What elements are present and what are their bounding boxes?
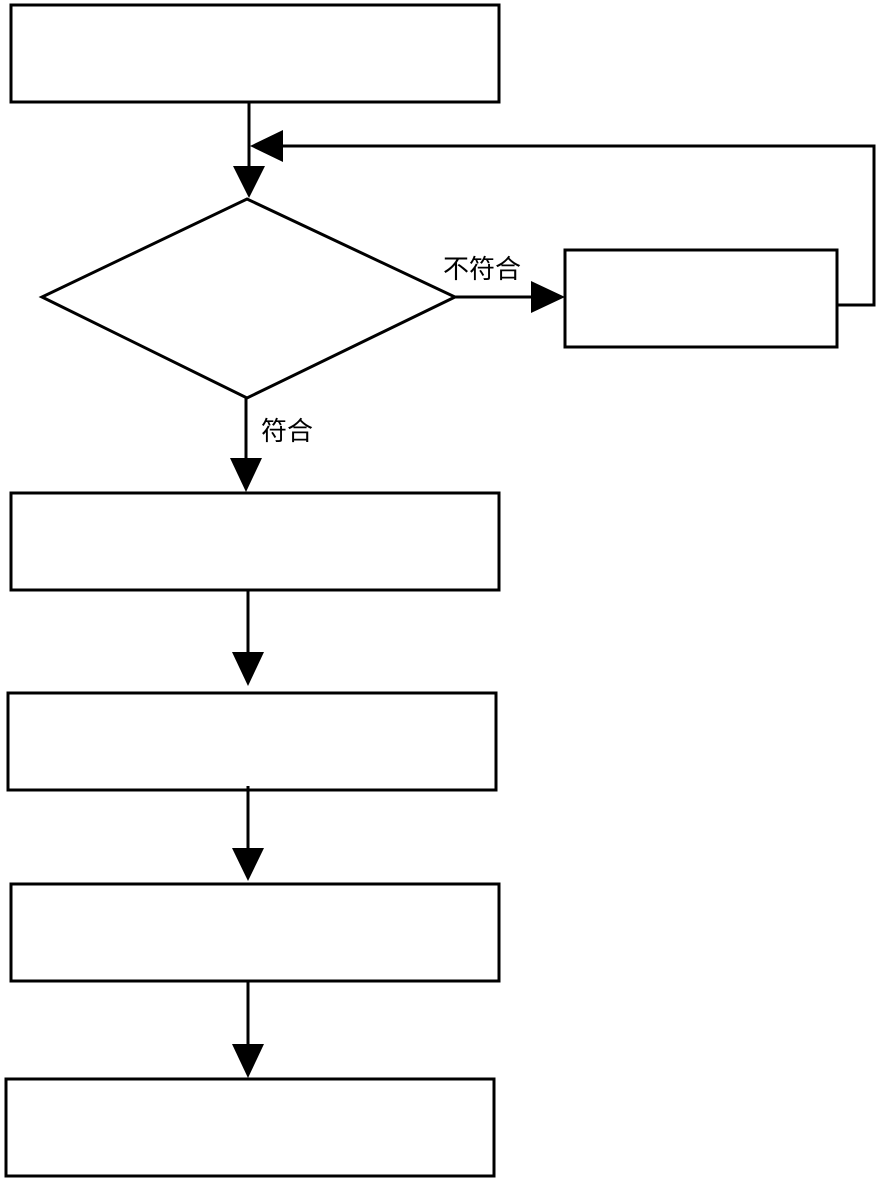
connector-step3-to-step4 xyxy=(232,786,264,881)
edge-label-match: 符合 xyxy=(261,417,313,447)
process-box-step2 xyxy=(9,491,501,592)
connector-step4-to-step5 xyxy=(232,981,264,1078)
process-box-step1 xyxy=(9,3,501,104)
process-box-step5 xyxy=(4,1077,496,1178)
connector-step2-to-step3 xyxy=(232,590,264,686)
connector-decision-to-step2 xyxy=(230,398,262,492)
arrowhead-down xyxy=(232,848,264,881)
edge-label-not-match: 不符合 xyxy=(443,255,521,285)
process-box-correction xyxy=(563,248,839,349)
arrowhead-down xyxy=(232,652,264,686)
arrowhead-down xyxy=(232,1044,264,1078)
arrowhead-down xyxy=(230,458,262,492)
connector-decision-to-correction xyxy=(455,281,565,313)
decision-diamond xyxy=(38,197,459,400)
connector-correction-loop-back xyxy=(250,130,876,307)
process-box-step4 xyxy=(9,882,501,983)
connector-step1-to-decision xyxy=(233,102,265,198)
process-box-step3 xyxy=(6,691,498,792)
arrowhead-down xyxy=(233,166,265,198)
arrowhead-left xyxy=(250,130,283,162)
arrowhead-right xyxy=(531,281,565,313)
